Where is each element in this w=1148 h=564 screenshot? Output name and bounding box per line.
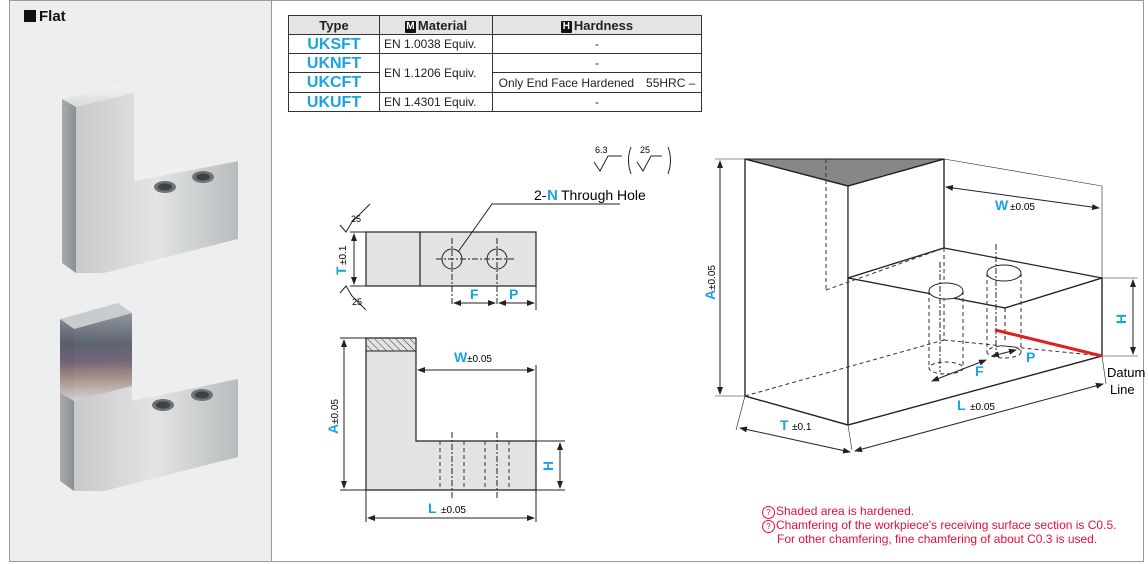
side-view [339,203,620,311]
section-title: Flat [24,8,66,25]
roughness-bottom-value: 25 [352,297,362,307]
table-row: UKUFT EN 1.4301 Equiv. - [288,92,702,112]
iso-f-label: F [975,363,984,379]
type-cell[interactable]: UKUFT [288,92,380,112]
product-photo-panel: Flat [10,1,272,561]
front-a-tol: ±0.05 [330,399,341,424]
roughness-top-value: 25 [351,214,361,224]
type-cell[interactable]: UKNFT [288,53,380,73]
side-t-label: T [333,266,349,275]
front-h-label: H [540,461,556,471]
iso-h-label: H [1113,314,1129,324]
flat-block-photo-hardened [60,303,238,491]
note-text: For other chamfering, fine chamfering of… [777,532,1098,546]
iso-w-label: W [995,197,1009,213]
table-row: UKCFT Only End Face Hardened 55HRC – [288,72,702,93]
front-view [340,337,565,522]
type-cell[interactable]: UKCFT [288,72,380,93]
side-p-label: P [509,286,518,302]
table-row: UKSFT EN 1.0038 Equiv. - [288,34,702,54]
flat-block-photo-plain [62,85,238,273]
note-text: Chamfering of the workpiece's receiving … [776,518,1117,532]
side-t-tol: ±0.1 [338,245,349,265]
front-w-tol: ±0.05 [467,354,492,365]
material-cell: EN 1.4301 Equiv. [379,92,493,112]
hardness-cell: - [492,92,702,112]
roughness-alt-value: 25 [640,145,650,155]
front-a-label: A [325,424,341,434]
iso-a-label: A [702,290,718,300]
header-type: Type [288,15,380,35]
hole-callout-prefix: 2- [534,187,547,203]
front-l-label: L [428,500,437,516]
iso-l-label: L [957,397,966,413]
note-fine-chamfer: For other chamfering, fine chamfering of… [777,532,1097,546]
header-hardness-text: Hardness [573,17,634,33]
material-cell: EN 1.1206 Equiv. [379,53,493,93]
section-title-text: Flat [39,8,66,25]
product-photos [60,85,238,491]
hardness-cell: Only End Face Hardened 55HRC – [492,72,702,93]
iso-l-tol: ±0.05 [970,402,995,413]
roughness-main-value: 6.3 [595,145,608,155]
hole-callout-n: N [547,187,558,204]
note-hardened: ?Shaded area is hardened. [762,504,914,519]
front-w-label: W [454,349,468,365]
roughness-symbol [593,146,671,175]
iso-t-label: T [780,417,789,433]
table-row: UKNFT EN 1.1206 Equiv. - [288,53,702,93]
content-frame [9,0,1144,562]
square-bullet-icon [24,10,36,22]
hole-callout-text: Through Hole [561,187,646,203]
info-pin-icon: ? [762,520,775,533]
info-pin-icon: ? [762,506,775,519]
isometric-view [715,158,1138,454]
hardness-badge-icon: H [560,20,572,33]
front-l-tol: ±0.05 [441,505,466,516]
iso-t-tol: ±0.1 [792,422,812,433]
datum-line-label-1: Datum [1107,365,1145,380]
datum-line-label-2: Line [1110,382,1135,397]
iso-w-tol: ±0.05 [1010,202,1035,213]
material-badge-icon: M [404,20,416,33]
type-cell[interactable]: UKSFT [288,34,380,54]
side-f-label: F [470,286,479,302]
header-material-text: Material [417,17,468,33]
iso-p-label: P [1026,349,1035,365]
note-text: Shaded area is hardened. [776,504,915,518]
iso-a-tol: ±0.05 [707,265,718,290]
note-chamfer: ?Chamfering of the workpiece's receiving… [762,518,1116,533]
